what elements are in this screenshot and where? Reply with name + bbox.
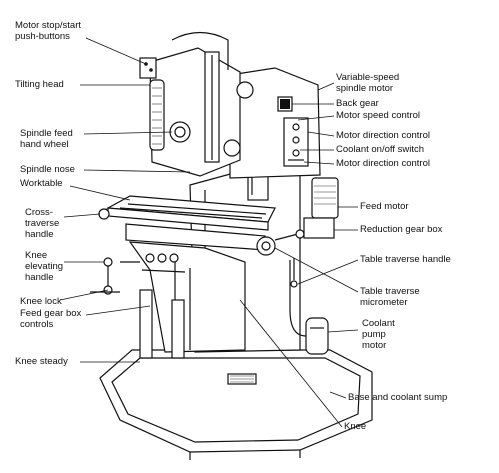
label-tilting-head: Tilting head — [15, 79, 64, 90]
label-knee: Knee — [344, 421, 367, 432]
label-feed-motor: Feed motor — [360, 201, 409, 212]
label-knee-steady: Knee steady — [15, 356, 68, 367]
worktable-shape — [98, 195, 305, 256]
label-motor-direction-control-1: Motor direction control — [336, 130, 430, 141]
label-spindle-nose: Spindle nose — [20, 164, 75, 175]
label-motor-speed-control: Motor speed control — [336, 110, 420, 121]
label-motor-direction-control-2: Motor direction control — [336, 158, 430, 169]
feed-motor-shape — [290, 177, 339, 288]
tilting-head-shape — [139, 31, 254, 177]
label-variable-speed-spindle-motor: Variable-speed spindle motor — [336, 72, 400, 94]
label-feed-gear-box-controls: Feed gear box controls — [20, 308, 82, 330]
label-spindle-feed-hand-wheel: Spindle feed hand wheel — [20, 128, 73, 150]
label-knee-lock: Knee lock — [20, 296, 62, 307]
label-back-gear: Back gear — [336, 98, 379, 109]
label-coolant-pump-motor: Coolant pump motor — [362, 318, 395, 351]
leader-lines — [59, 37, 359, 428]
base-and-sump-shape — [99, 349, 373, 460]
label-motor-stop-start: Motor stop/start push-buttons — [15, 20, 81, 42]
label-cross-traverse-handle: Cross- traverse handle — [25, 207, 60, 240]
label-worktable: Worktable — [20, 178, 63, 189]
label-table-traverse-micrometer: Table traverse micrometer — [360, 286, 420, 308]
label-knee-elevating-handle: Knee elevating handle — [25, 250, 64, 283]
label-table-traverse-handle: Table traverse handle — [360, 254, 451, 265]
knee-shape — [90, 241, 246, 353]
label-reduction-gear-box: Reduction gear box — [360, 224, 443, 235]
label-base-and-coolant-sump: Base and coolant sump — [348, 392, 448, 403]
label-coolant-on-off-switch: Coolant on/off switch — [336, 144, 425, 155]
coolant-pump-shape — [289, 260, 329, 355]
